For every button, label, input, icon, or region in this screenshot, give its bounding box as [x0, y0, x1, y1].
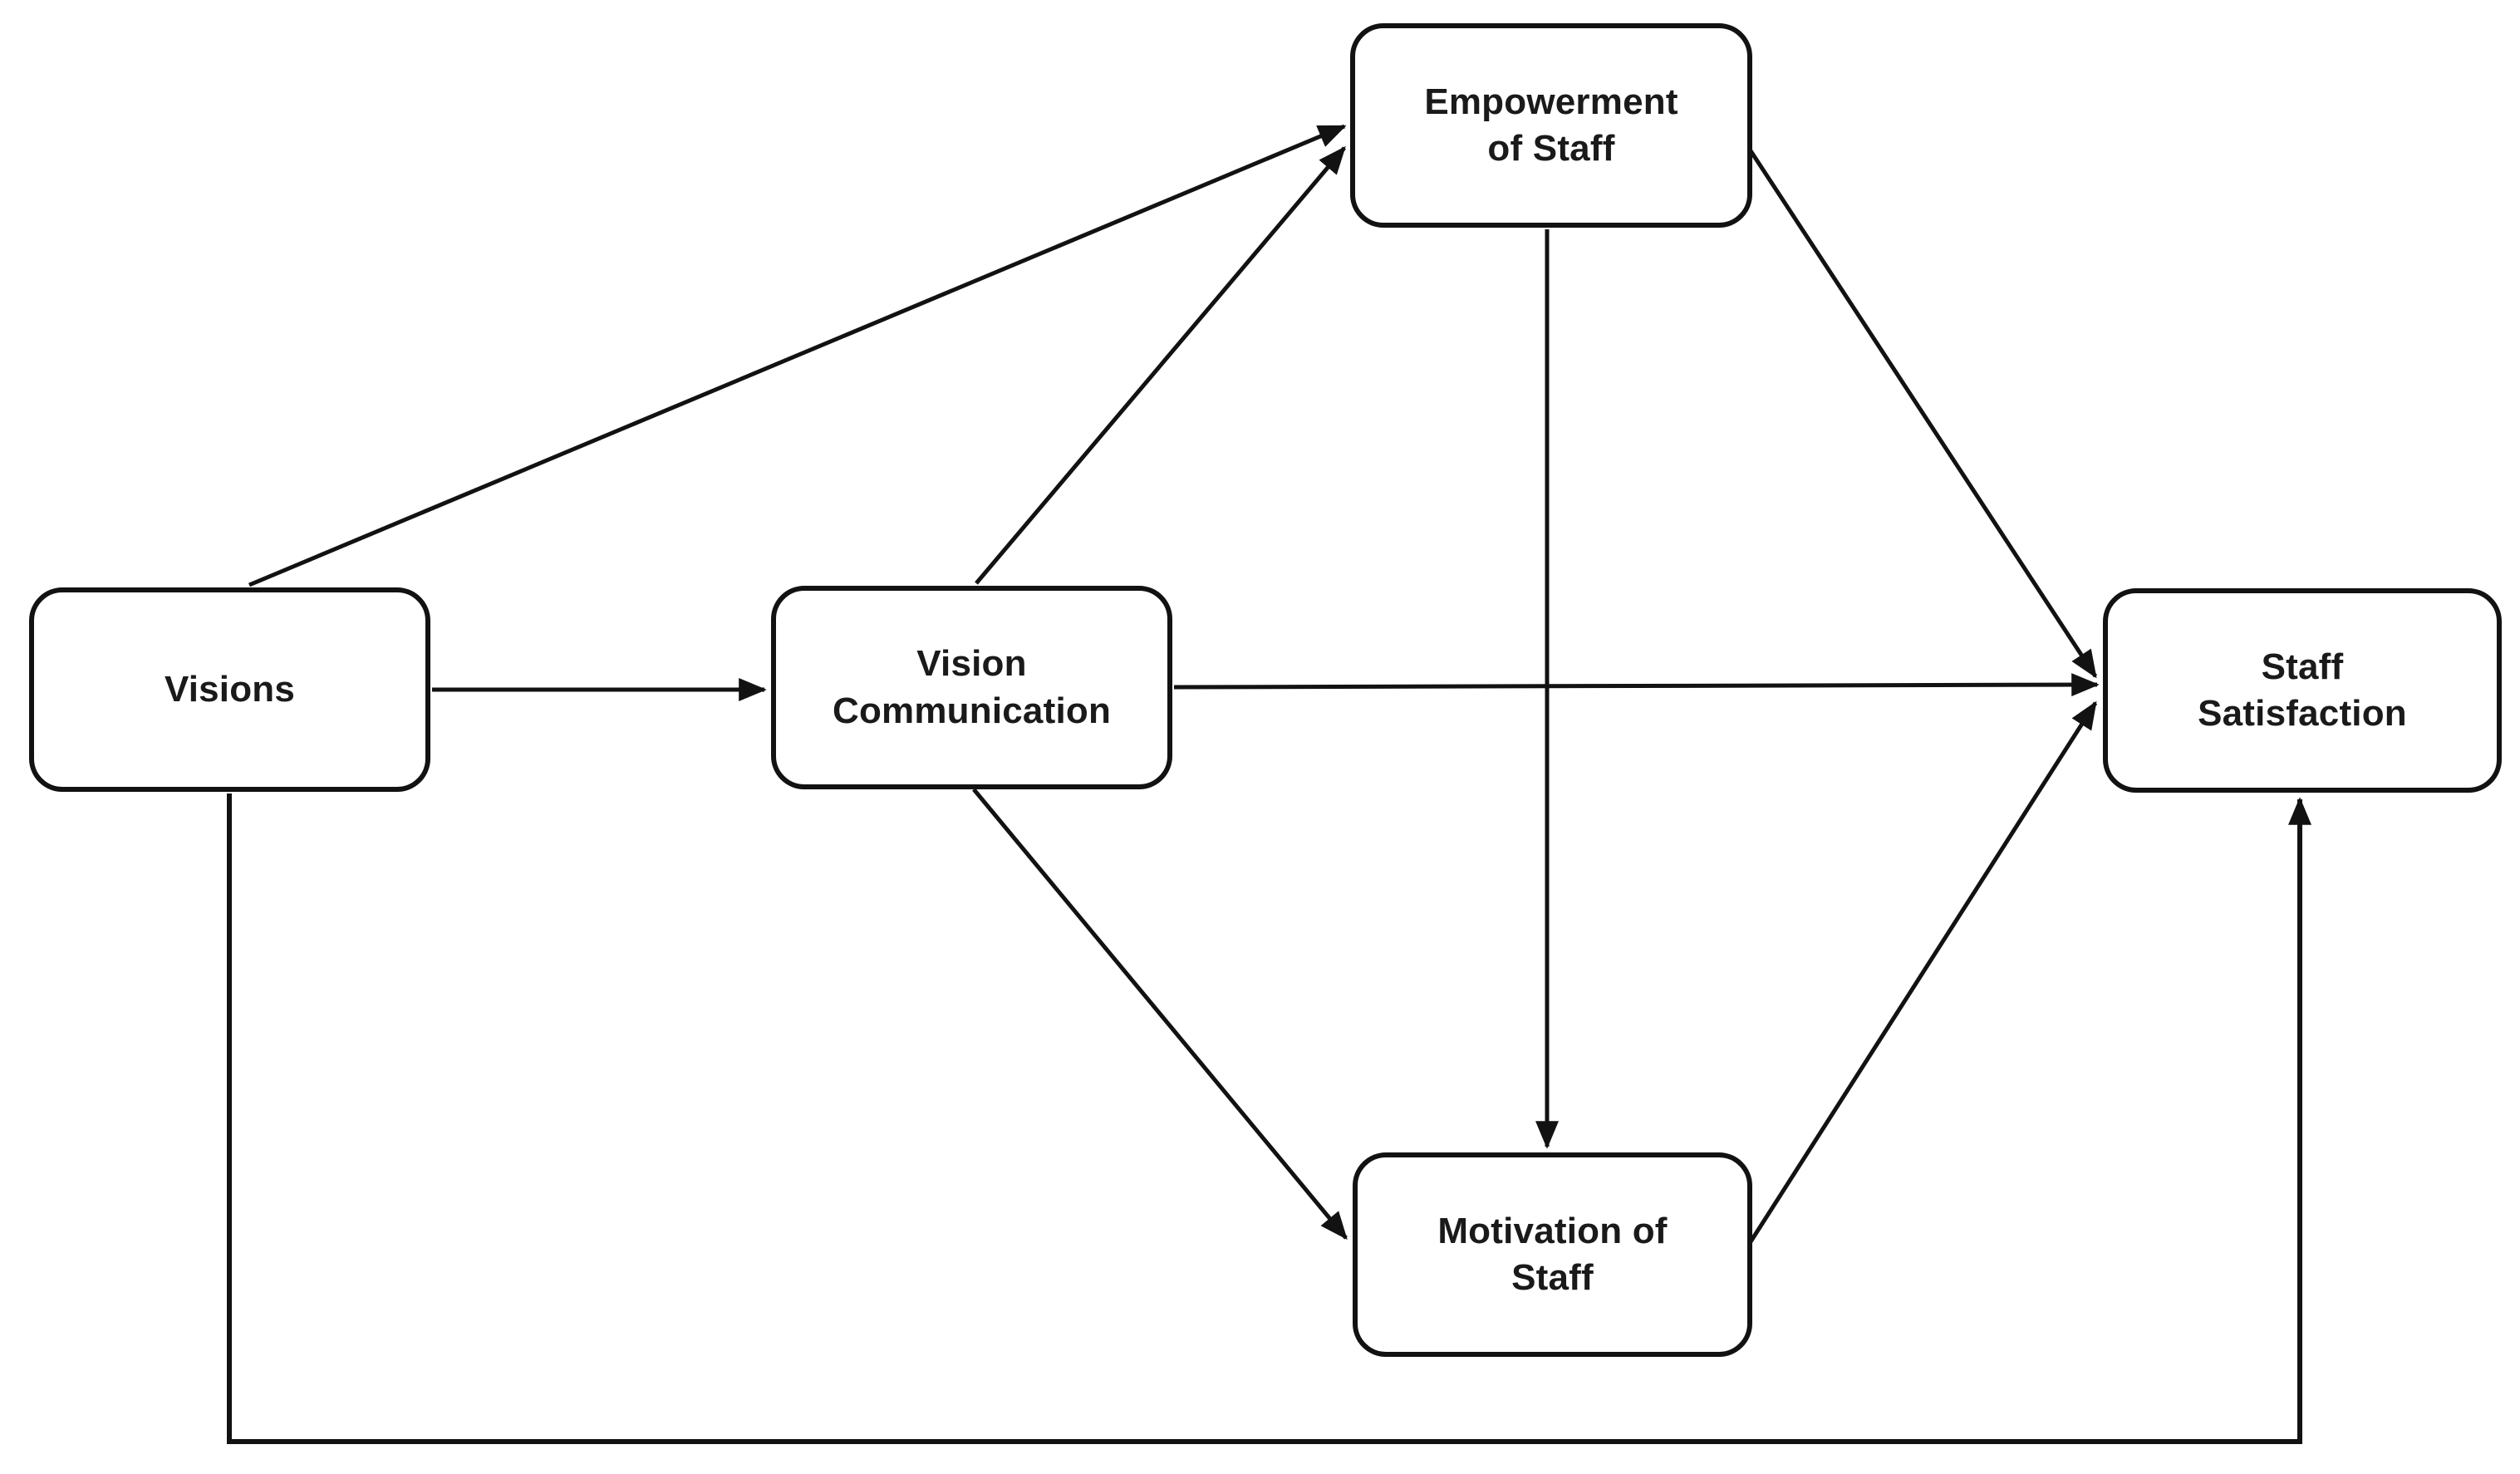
node-staff-satisfaction-line2: Satisfaction	[2198, 693, 2407, 734]
edge-empowerment-to-staff-satisfaction	[1747, 148, 2098, 679]
node-visions-line1: Visions	[164, 668, 296, 710]
node-empowerment-of-staff: Empowerment of Staff	[1350, 23, 1752, 228]
edge-vision-communication-to-empowerment	[975, 145, 1346, 585]
node-empowerment-of-staff-label: Empowerment of Staff	[1424, 79, 1678, 173]
node-staff-satisfaction-line1: Staff	[2261, 646, 2344, 687]
node-visions-label: Visions	[165, 666, 295, 713]
node-empowerment-line1: Empowerment	[1424, 81, 1678, 122]
edge-visions-to-empowerment	[248, 124, 1347, 587]
node-staff-satisfaction-label: Staff Satisfaction	[2198, 644, 2407, 738]
node-vision-communication-label: Vision Communication	[833, 641, 1111, 735]
node-visions: Visions	[29, 587, 430, 792]
node-motivation-of-staff-label: Motivation of Staff	[1437, 1208, 1667, 1302]
node-vision-communication-line1: Vision	[916, 643, 1027, 685]
node-vision-communication-line2: Communication	[832, 690, 1112, 731]
node-staff-satisfaction: Staff Satisfaction	[2103, 588, 2502, 793]
node-empowerment-line2: of Staff	[1487, 128, 1615, 169]
node-motivation-line1: Motivation of	[1437, 1210, 1668, 1251]
node-motivation-of-staff: Motivation of Staff	[1353, 1152, 1752, 1357]
edge-vision-communication-to-staff-satisfaction	[1173, 673, 2100, 697]
edge-visions-to-staff-satisfaction-feedback	[227, 794, 2311, 1444]
edge-vision-communication-to-motivation	[972, 788, 1348, 1241]
node-motivation-line2: Staff	[1511, 1257, 1594, 1298]
node-vision-communication: Vision Communication	[771, 586, 1172, 789]
edge-motivation-to-staff-satisfaction	[1747, 700, 2098, 1245]
